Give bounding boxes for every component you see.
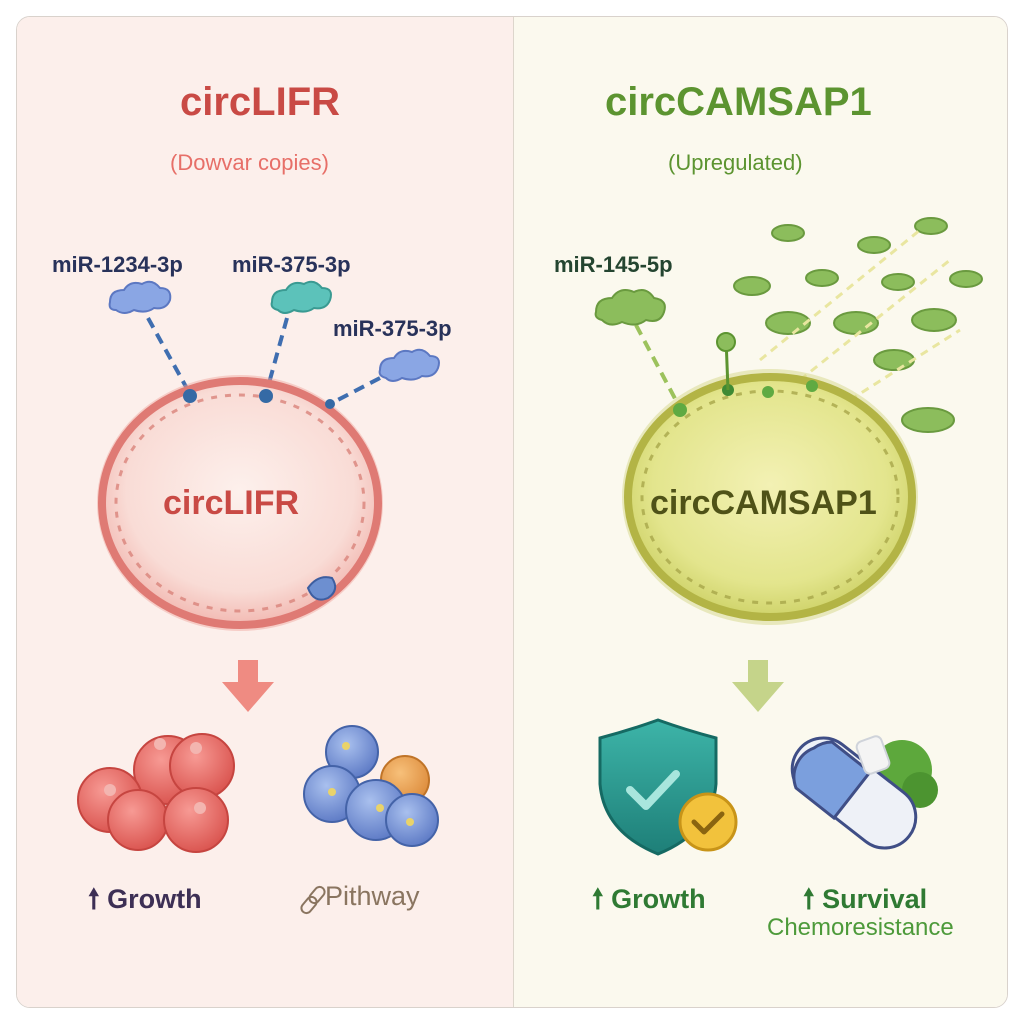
- panel-subtitle: (Dowvar copies): [170, 150, 329, 175]
- arrow-down-icon: [732, 660, 784, 712]
- arrow-down-icon: [222, 660, 274, 712]
- arrow-up-icon: 🠕: [592, 884, 604, 914]
- outcome-pathway: Pithway: [303, 881, 420, 912]
- circcamsap1-circle: [622, 332, 918, 625]
- released-mirna-clouds: [733, 217, 983, 433]
- mirna-label: miR-145-5p: [554, 252, 673, 277]
- cloud-icon: [378, 348, 440, 382]
- cloud-icon: [108, 280, 172, 314]
- mirna-binding-line-right: [634, 324, 682, 409]
- mirna-label: miR-375-3p: [232, 252, 351, 277]
- arrow-up-icon: 🠕: [803, 884, 815, 914]
- release-trails: [759, 228, 961, 402]
- outcome-label: Survival: [822, 884, 928, 914]
- outcome-label: Growth: [107, 884, 202, 914]
- figure-frame: [16, 16, 1008, 1008]
- cloud-icon: [594, 289, 666, 326]
- protein-cluster-icon: [303, 725, 439, 847]
- outcome-chemoresistance: Chemoresistance: [767, 914, 954, 941]
- cloud-icon: [270, 280, 332, 314]
- pathway-link-icon: [300, 885, 326, 915]
- arrow-up-icon: 🠕: [88, 884, 100, 914]
- circle-label: circCAMSAP1: [650, 484, 877, 522]
- outcome-label: Growth: [611, 884, 706, 914]
- panel-title: circCAMSAP1: [605, 80, 872, 124]
- mirna-label: miR-375-3p: [333, 316, 452, 341]
- outcome-growth: 🠕 Growth: [88, 880, 202, 926]
- outcome-growth: 🠕 Growth: [592, 880, 706, 926]
- panel-title: circLIFR: [180, 80, 341, 124]
- mirna-binding-lines-left: [146, 317, 381, 406]
- tumor-cells-icon: [77, 733, 235, 853]
- outcome-label: Pithway: [325, 881, 420, 911]
- shield-check-icon: [598, 718, 738, 856]
- pill-icon: [790, 735, 938, 850]
- circlifr-circle: [97, 375, 383, 631]
- panel-subtitle: (Upregulated): [668, 150, 803, 175]
- mirna-label: miR-1234-3p: [52, 252, 183, 277]
- outcome-survival: 🠕 Survival: [803, 880, 927, 926]
- circle-label: circLIFR: [163, 484, 300, 522]
